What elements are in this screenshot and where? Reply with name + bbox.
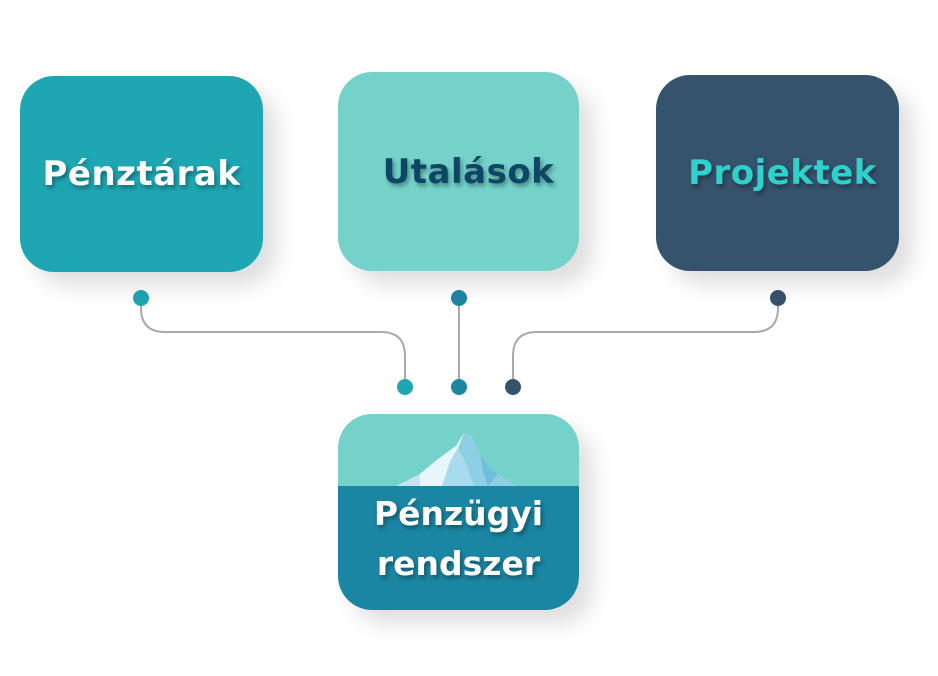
box-label-penztarak: Pénztárak xyxy=(42,154,241,194)
dot-top-projektek xyxy=(770,290,786,306)
dot-bottom-utalasok xyxy=(451,379,467,395)
connector-penztarak xyxy=(140,298,406,387)
iceberg-icon xyxy=(396,433,516,486)
box-penztarak: Pénztárak xyxy=(20,76,263,272)
dot-top-utalasok xyxy=(451,290,467,306)
box-label-line2: rendszer xyxy=(376,544,541,583)
dot-bottom-projektek xyxy=(505,379,521,395)
box-bottom-band xyxy=(338,486,579,610)
box-label-line1: Pénzügyi xyxy=(373,494,544,533)
connector-projektek xyxy=(512,298,779,387)
dot-bottom-penztarak xyxy=(397,379,413,395)
dot-top-penztarak xyxy=(133,290,149,306)
box-label-utalasok: Utalások xyxy=(382,151,555,192)
box-utalasok: Utalások xyxy=(338,72,579,271)
box-label-projektek: Projektek xyxy=(688,153,877,193)
box-penzugyi-rendszer: Pénzügyi rendszer xyxy=(338,414,579,610)
box-projektek: Projektek xyxy=(656,75,899,271)
